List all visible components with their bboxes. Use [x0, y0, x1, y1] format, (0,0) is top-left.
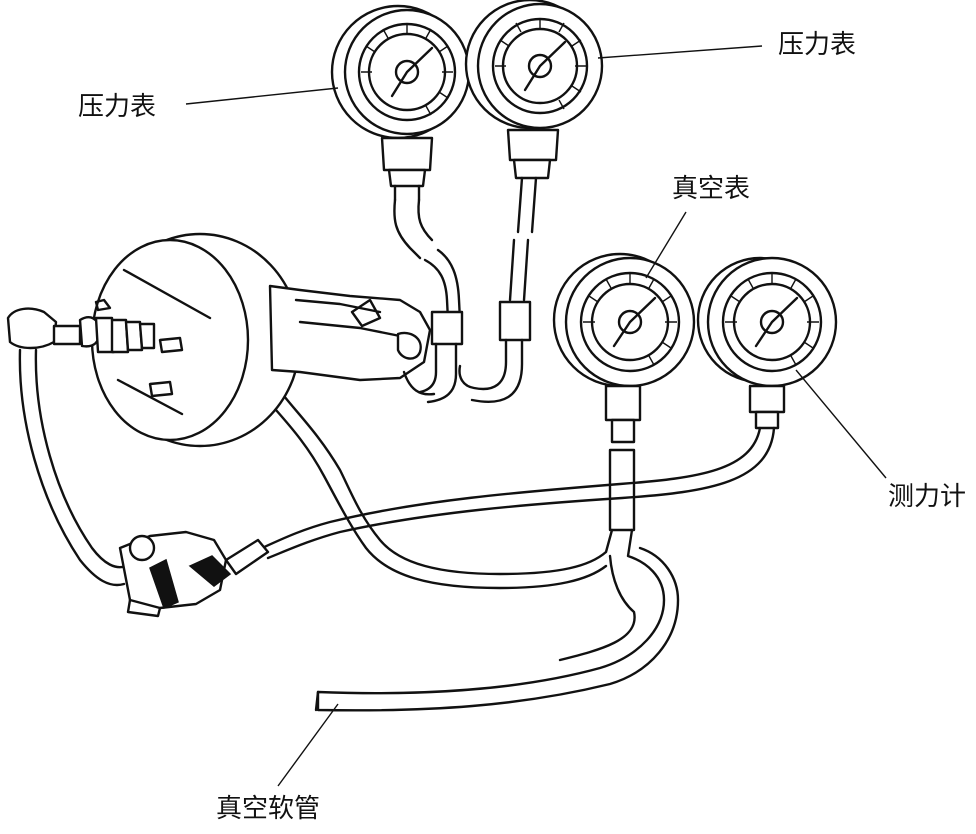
- leader-force-meter: [795, 369, 887, 479]
- pressure-line-right: [458, 176, 538, 404]
- pressure-gauge-left: [330, 4, 471, 202]
- leader-pressure-right: [597, 45, 763, 59]
- label-pressure-gauge-left: 压力表: [78, 92, 157, 122]
- leader-vacuum-hose: [277, 703, 339, 787]
- force-meter-cable: [260, 426, 776, 560]
- label-pressure-gauge-right: 压力表: [778, 30, 857, 60]
- brake-booster: [90, 232, 436, 448]
- leader-vacuum-gauge: [645, 211, 687, 279]
- vacuum-gauge: [552, 252, 696, 532]
- pedal-rod-assembly: [6, 307, 156, 587]
- leader-lines: [185, 45, 887, 787]
- pressure-line-left: [393, 198, 464, 404]
- force-sensor-clamp: [118, 530, 270, 618]
- label-force-meter: 测力计: [888, 482, 967, 512]
- force-meter: [696, 256, 838, 430]
- label-vacuum-gauge: 真空表: [672, 174, 751, 204]
- label-vacuum-hose: 真空软管: [216, 794, 321, 824]
- leader-pressure-left: [185, 87, 339, 105]
- pressure-gauge-right: [464, 0, 604, 180]
